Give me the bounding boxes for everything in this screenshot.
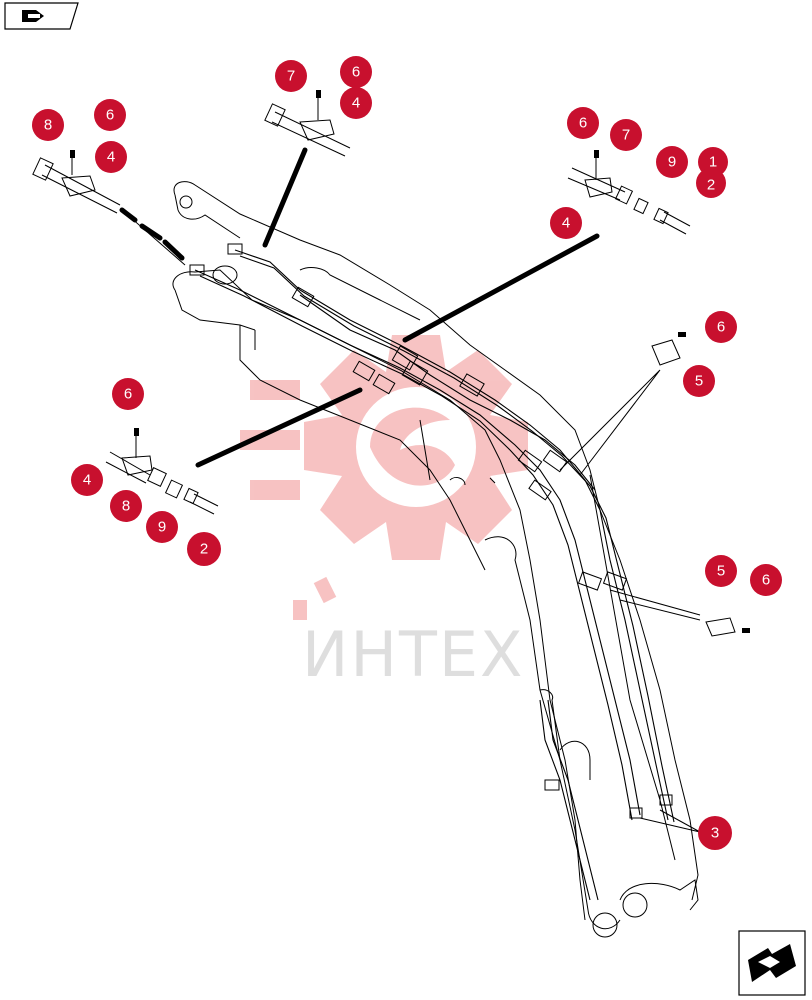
callout-2[interactable]: 2 [696,168,726,198]
callout-2[interactable]: 2 [187,532,221,566]
callout-4[interactable]: 4 [71,464,103,496]
detail-pipe-top-right [567,150,691,235]
svg-text:2: 2 [707,177,715,194]
callout-4[interactable]: 4 [550,207,582,239]
callout-8[interactable]: 8 [32,109,64,141]
svg-text:2: 2 [200,541,208,558]
svg-text:3: 3 [711,825,719,842]
nav-forward-box[interactable] [738,930,806,996]
callout-6[interactable]: 6 [705,311,737,343]
callout-6[interactable]: 6 [750,564,782,596]
callout-9[interactable]: 9 [146,511,178,543]
callout-7[interactable]: 7 [275,60,307,92]
callout-9[interactable]: 9 [656,146,688,178]
svg-text:4: 4 [352,95,360,112]
callout-6[interactable]: 6 [567,107,599,139]
svg-text:6: 6 [579,115,587,132]
svg-text:6: 6 [717,319,725,336]
detail-clamp-top-left [32,150,121,214]
callout-5[interactable]: 5 [683,365,715,397]
svg-text:4: 4 [83,472,91,489]
svg-text:7: 7 [622,127,630,144]
detail-clamp-plate-lower-right [705,617,750,637]
hydraulic-pipes [189,243,675,901]
boom-structure [172,181,699,938]
callout-6[interactable]: 6 [340,56,372,88]
nav-back-tab[interactable] [4,2,79,30]
callout-8[interactable]: 8 [110,490,142,522]
svg-text:7: 7 [287,68,295,85]
svg-text:1: 1 [709,154,717,171]
callout-6[interactable]: 6 [112,378,144,410]
page-forward-arrow-icon [748,944,796,982]
detail-clamp-top-center [264,90,351,157]
svg-text:4: 4 [562,215,570,232]
leader-lines [119,147,701,833]
page-back-arrow-icon [22,10,44,22]
svg-text:4: 4 [107,149,115,166]
svg-text:6: 6 [106,107,114,124]
svg-text:6: 6 [762,572,770,589]
watermark-logo: ИНТЕХ [240,335,528,691]
watermark-text: ИНТЕХ [302,618,525,691]
detail-pipe-middle-left [105,428,219,515]
callout-6[interactable]: 6 [94,99,126,131]
detail-clamp-plate-right [651,332,686,366]
callout-7[interactable]: 7 [610,119,642,151]
svg-text:9: 9 [668,154,676,171]
svg-text:9: 9 [158,519,166,536]
svg-text:8: 8 [122,498,130,515]
svg-text:6: 6 [352,64,360,81]
callout-4[interactable]: 4 [340,87,372,119]
svg-text:5: 5 [695,373,703,390]
svg-text:6: 6 [124,386,132,403]
svg-text:5: 5 [717,563,725,580]
callout-3[interactable]: 3 [698,816,732,850]
svg-text:8: 8 [44,117,52,134]
callout-5[interactable]: 5 [705,555,737,587]
callout-4[interactable]: 4 [95,141,127,173]
